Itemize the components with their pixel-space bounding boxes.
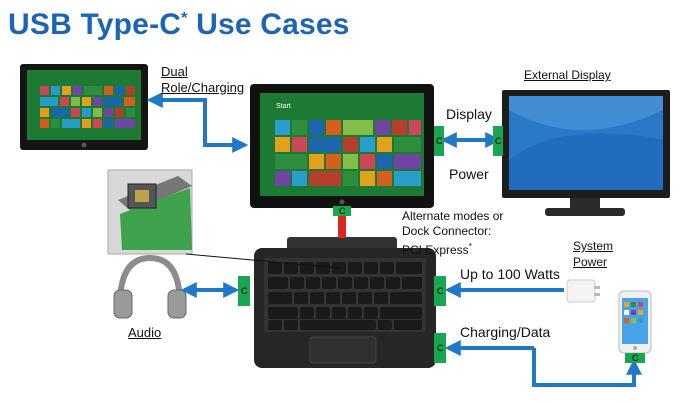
port-tablet-right: C <box>434 126 444 156</box>
title-suffix: Use Cases <box>187 8 350 41</box>
port-display: C <box>493 126 503 156</box>
port-dock-power: C <box>434 276 446 306</box>
label-pci-express: PCI Express <box>402 243 469 257</box>
arrow-charging-data <box>532 348 642 387</box>
connection-arrows <box>146 92 642 387</box>
headphones <box>113 254 187 319</box>
dock-connector-image <box>107 169 193 255</box>
keyboard-dock <box>254 237 436 368</box>
svg-text:C: C <box>437 343 444 353</box>
title-asterisk: * <box>181 10 188 27</box>
dock-link <box>338 214 346 238</box>
label-display: Display <box>446 106 492 122</box>
arrow-dual-role <box>146 92 249 153</box>
svg-text:C: C <box>436 136 443 146</box>
label-dual-role-line1: Dual <box>161 64 188 79</box>
label-system-power-line2: Power <box>573 255 608 269</box>
label-external-display: External Display <box>524 68 611 82</box>
small-tablet <box>20 64 148 150</box>
label-alternate-modes: Alternate modes or Dock Connector: PCI E… <box>402 209 503 258</box>
label-alt-modes-line1: Alternate modes or <box>402 209 504 223</box>
power-adapter <box>566 279 600 303</box>
label-up-to-100-watts: Up to 100 Watts <box>460 266 560 282</box>
label-alt-modes-line2: Dock Connector: <box>402 224 492 238</box>
label-charging-data: Charging/Data <box>460 324 551 340</box>
label-dual-role-line2: Role/Charging <box>161 80 245 95</box>
port-phone: C <box>625 353 645 363</box>
label-power: Power <box>449 166 489 182</box>
label-system-power-line1: System <box>573 239 614 253</box>
page-title: USB Type-C* Use Cases <box>8 8 350 42</box>
port-audio: C <box>238 276 250 306</box>
svg-text:C: C <box>437 286 444 296</box>
label-pci-asterisk: * <box>468 242 472 251</box>
label-audio: Audio <box>128 325 162 340</box>
title-text: USB Type-C <box>8 8 182 41</box>
tablet-start-text: Start <box>276 103 291 110</box>
svg-text:C: C <box>495 136 502 146</box>
svg-text:C: C <box>339 206 346 216</box>
main-tablet: Start <box>250 84 434 208</box>
external-display <box>502 90 670 216</box>
port-tablet-bottom: C <box>333 206 351 216</box>
usb-c-ports: C C C C C C C <box>238 126 645 363</box>
svg-text:C: C <box>241 286 248 296</box>
connector-pointer-line <box>185 253 341 269</box>
label-system-power: System Power <box>573 238 613 270</box>
label-alt-modes-line3: PCI Express* <box>402 239 503 258</box>
svg-text:C: C <box>632 353 639 363</box>
port-dock-data: C <box>434 333 446 363</box>
smartphone <box>618 290 652 354</box>
label-dual-role: Dual Role/Charging <box>161 64 244 96</box>
